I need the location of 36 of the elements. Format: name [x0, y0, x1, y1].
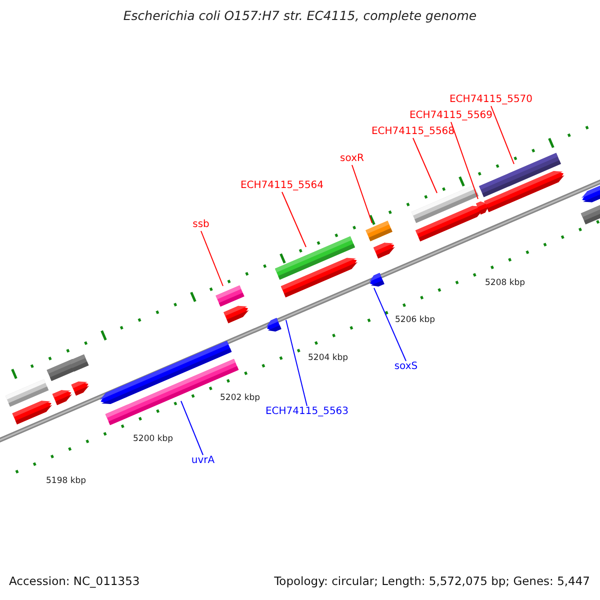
- gene-label: soxS: [394, 361, 418, 373]
- scale-label: 5208 kbp: [485, 277, 526, 289]
- gene-label: ECH74115_5564: [240, 180, 324, 192]
- gene-label: ECH74115_5570: [449, 94, 533, 106]
- leader-line: [282, 192, 306, 248]
- scale-label: 5206 kbp: [395, 314, 436, 326]
- footer-text: Topology: circular; Length: 5,572,075 bp; Genes: 5,447: [274, 575, 590, 587]
- leader-line: [450, 122, 478, 200]
- leader-line: [352, 164, 372, 224]
- gene-feature: [479, 152, 561, 198]
- gene-label: ECH74115_5568: [371, 126, 455, 138]
- scale-label: 5200 kbp: [133, 433, 174, 445]
- gene-feature: [266, 318, 282, 332]
- gene-feature: [366, 220, 392, 242]
- scale-label: 5204 kbp: [308, 352, 348, 364]
- gene-label: ECH74115_5563: [265, 406, 349, 418]
- scale-label: 5202 kbp: [220, 392, 260, 404]
- leader-line: [490, 106, 514, 164]
- gene-label: ECH74115_5569: [409, 110, 493, 122]
- gene-label: ssb: [192, 219, 210, 231]
- gene-feature: [216, 285, 244, 307]
- footer-text: Accession: NC_011353: [9, 575, 140, 587]
- gene-feature: [274, 236, 356, 280]
- diagram-title: Escherichia coli O157:H7 str. EC4115, complete genome: [122, 10, 478, 22]
- gene-feature: [411, 185, 479, 223]
- gene-feature: [476, 202, 488, 214]
- leader-line: [180, 400, 204, 456]
- gene-feature: [105, 358, 239, 426]
- leader-line: [200, 230, 224, 286]
- gene-feature: [369, 272, 384, 286]
- gene-label: soxR: [340, 153, 364, 165]
- gene-label: uvrA: [191, 455, 215, 467]
- leader-line: [412, 138, 438, 194]
- scale-label: 5198 kbp: [46, 475, 86, 487]
- leader-line: [286, 320, 308, 406]
- leader-line: [374, 288, 406, 362]
